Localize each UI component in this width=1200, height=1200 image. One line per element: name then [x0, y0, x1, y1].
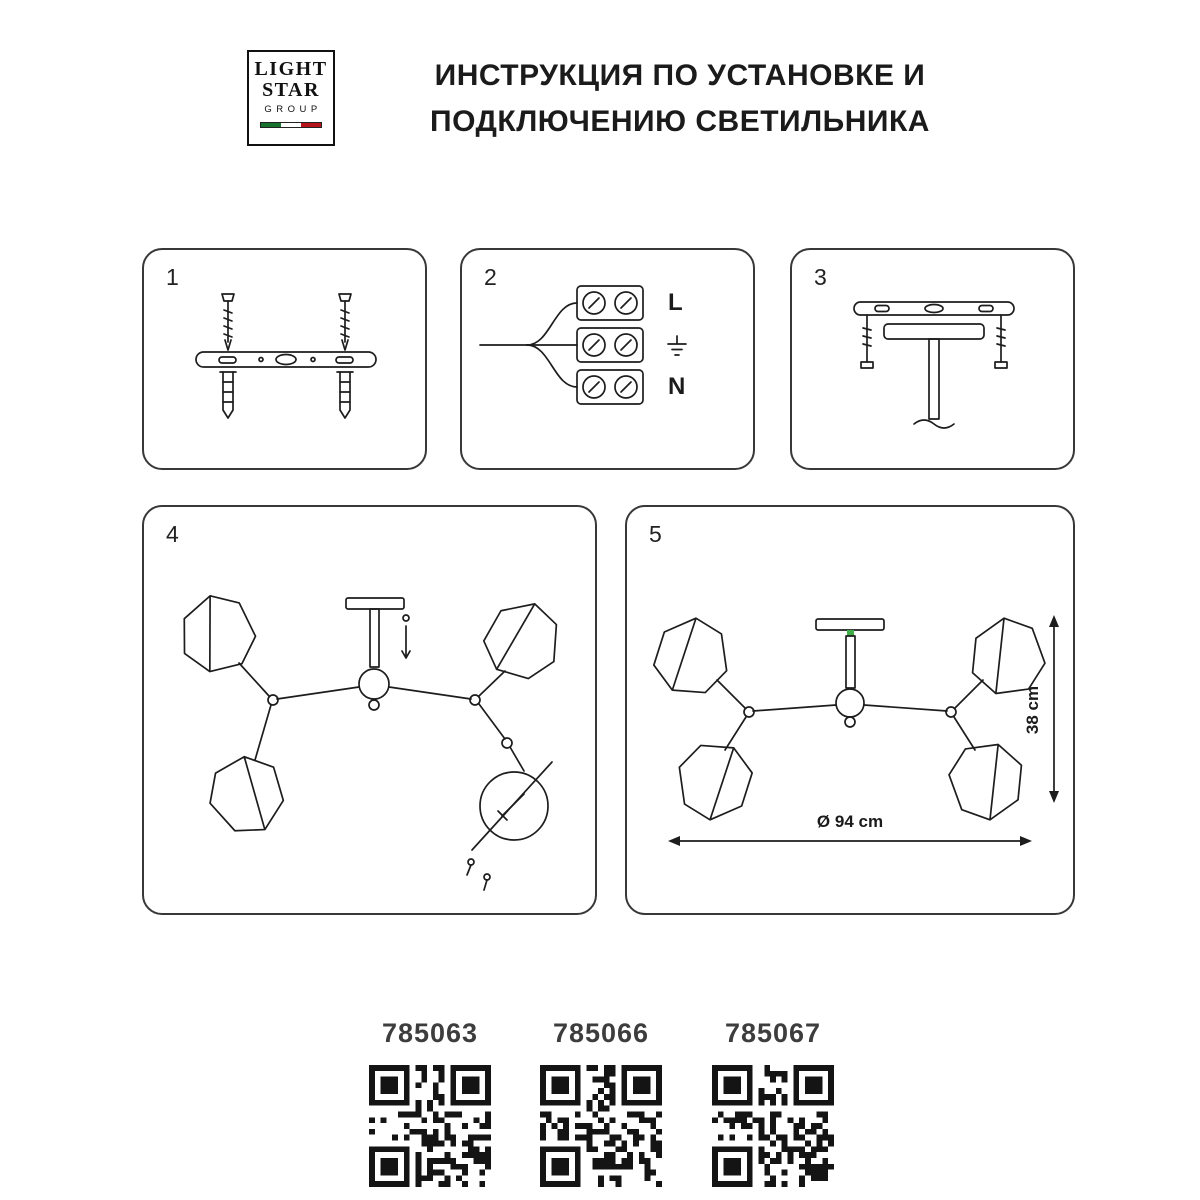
arms	[716, 679, 984, 751]
label-live: L	[668, 289, 683, 316]
logo-word-light: LIGHT	[254, 58, 328, 80]
product-code: 785067	[724, 1018, 822, 1048]
fixing-screw-icon	[994, 314, 1008, 369]
canopy-plate	[883, 323, 985, 340]
step-5-panel: 5	[625, 505, 1075, 915]
ceiling-mount	[345, 597, 405, 668]
logo-word-star: STAR	[262, 79, 320, 101]
step-3-panel: 3	[790, 248, 1075, 470]
central-hub	[358, 668, 390, 711]
step1-mounting-bracket-drawing	[195, 293, 377, 419]
screw-icon	[338, 293, 352, 351]
diameter-dimension-label: Ø 94 cm	[816, 812, 884, 831]
product-variant-1: 785063	[345, 1018, 515, 1192]
page-title: ИНСТРУКЦИЯ ПО УСТАНОВКЕ И ПОДКЛЮЧЕНИЮ СВ…	[390, 53, 970, 145]
ceiling-bracket	[853, 301, 1015, 316]
step3-canopy-drawing	[853, 301, 1015, 429]
lightstar-logo: LIGHT STAR GROUP	[247, 50, 335, 146]
step4-assembly-drawing	[173, 587, 570, 891]
step-number: 2	[484, 264, 497, 290]
central-hub	[835, 688, 865, 728]
down-rod	[913, 338, 955, 429]
qr-code	[712, 1065, 834, 1187]
product-code: 785066	[552, 1018, 650, 1048]
screw-icon	[221, 293, 235, 351]
fixing-screw-icon	[860, 314, 874, 369]
arms	[238, 662, 525, 772]
joint-detail-inset	[466, 761, 553, 891]
ceiling-mount	[815, 618, 885, 689]
step-1-panel: 1	[142, 248, 427, 470]
product-variant-2: 785066	[516, 1018, 686, 1192]
product-code: 785063	[381, 1018, 479, 1048]
title-line-1: ИНСТРУКЦИЯ ПО УСТАНОВКЕ И	[434, 59, 926, 92]
supply-wires	[479, 302, 578, 388]
height-dimension-arrow	[1049, 615, 1059, 803]
mounting-bar	[195, 351, 377, 368]
terminal-block	[576, 285, 644, 405]
step2-wiring-drawing	[479, 285, 644, 405]
product-variant-3: 785067	[688, 1018, 858, 1192]
ground-icon	[667, 335, 687, 356]
lamp-shades	[650, 613, 1049, 825]
logo-word-group: GROUP	[264, 104, 322, 115]
qr-code	[369, 1065, 491, 1187]
step-number: 5	[649, 521, 662, 547]
label-neutral: N	[668, 373, 686, 400]
step-number: 1	[166, 264, 179, 290]
italian-flag-icon	[260, 122, 322, 128]
qr-code	[540, 1065, 662, 1187]
wall-anchor-icon	[336, 371, 354, 419]
rod-detail-arrow	[401, 614, 411, 659]
diameter-dimension-arrow	[668, 836, 1032, 846]
wall-anchor-icon	[219, 371, 237, 419]
step-number: 4	[166, 521, 179, 547]
step-number: 3	[814, 264, 827, 290]
step5-dimensions-drawing	[650, 613, 1059, 846]
step-4-panel: 4	[142, 505, 597, 915]
height-dimension-label: 38 cm	[1023, 685, 1043, 735]
step-2-panel: 2 L N	[460, 248, 755, 470]
title-line-2: ПОДКЛЮЧЕНИЮ СВЕТИЛЬНИКА	[430, 105, 930, 138]
